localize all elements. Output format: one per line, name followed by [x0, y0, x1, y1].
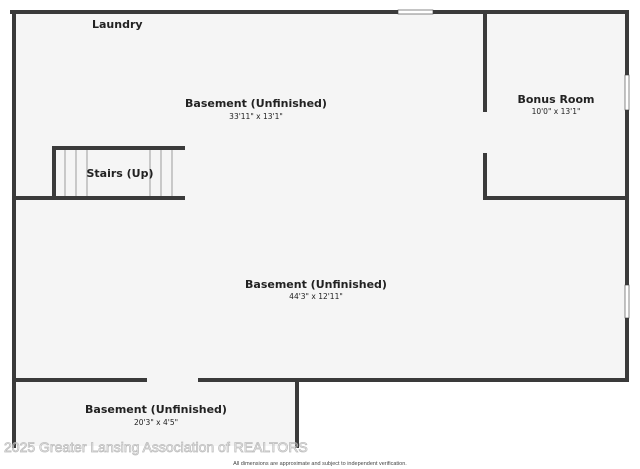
lower-basement-dims: 20'3" x 4'5": [134, 418, 178, 427]
stairs: [64, 150, 173, 196]
window-right-lower: [624, 284, 630, 319]
walls: [10, 10, 629, 448]
upper-basement-name: Basement (Unfinished): [185, 97, 327, 110]
bonus-room-dims: 10'0" x 13'1": [532, 107, 581, 116]
main-basement-dims: 44'3" x 12'11": [289, 292, 343, 301]
bonus-room-name: Bonus Room: [517, 93, 594, 106]
main-basement-name: Basement (Unfinished): [245, 278, 387, 291]
disclaimer-text: All dimensions are approximate and subje…: [233, 461, 407, 467]
window-top: [397, 9, 434, 15]
lower-basement-name: Basement (Unfinished): [85, 403, 227, 416]
copyright-watermark: 2025 Greater Lansing Association of REAL…: [4, 439, 308, 455]
lower-floor-area: [12, 380, 297, 446]
window-right-upper: [624, 74, 630, 111]
windows: [397, 9, 630, 319]
upper-basement-dims: 33'11" x 13'1": [229, 112, 283, 121]
stairs-label: Stairs (Up): [86, 167, 153, 180]
laundry-label: Laundry: [92, 18, 143, 31]
